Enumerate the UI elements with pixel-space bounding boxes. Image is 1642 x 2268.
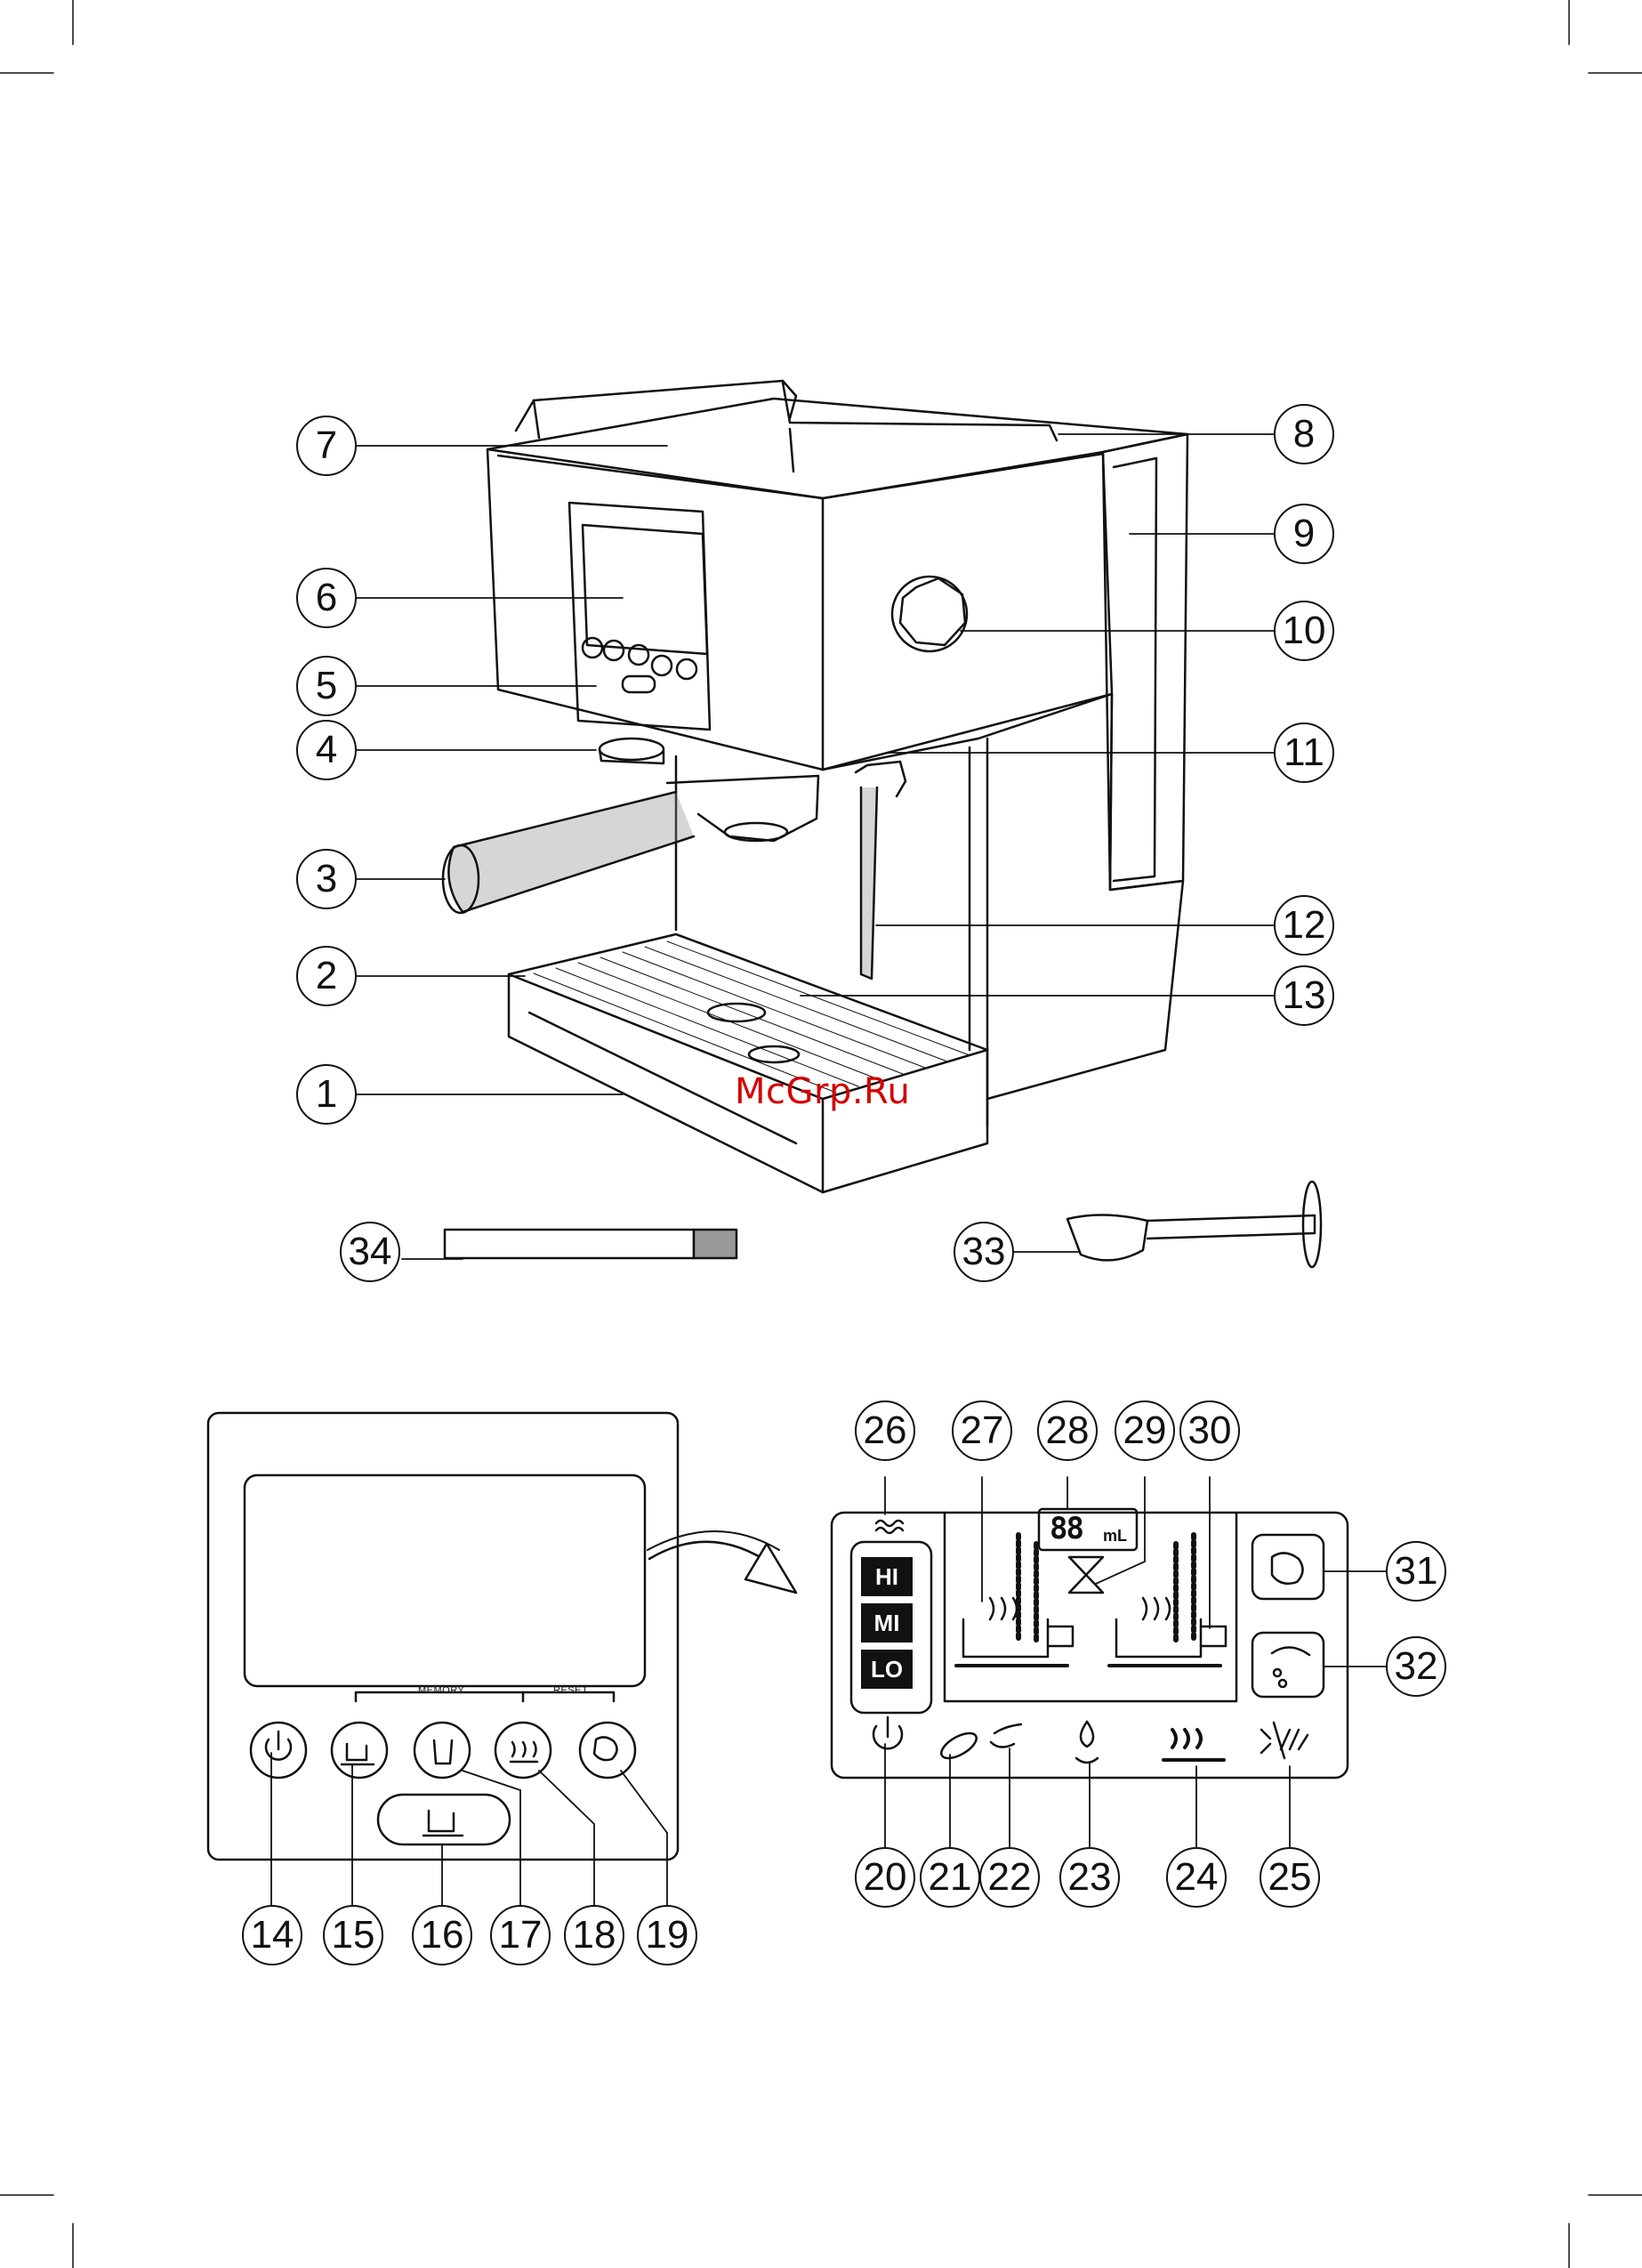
callout-30: 30 — [1179, 1400, 1240, 1461]
callout-22: 22 — [979, 1847, 1040, 1908]
portafilter-handle — [448, 792, 694, 912]
callout-31: 31 — [1386, 1541, 1446, 1602]
callout-21: 21 — [920, 1847, 980, 1908]
lcd-detail — [832, 1509, 1348, 1778]
callout-26: 26 — [855, 1400, 915, 1461]
button-temperature — [495, 1723, 551, 1778]
callout-27: 27 — [952, 1400, 1012, 1461]
callout-15: 15 — [323, 1905, 383, 1965]
callout-6: 6 — [296, 568, 357, 628]
callout-32: 32 — [1386, 1636, 1446, 1697]
callout-20: 20 — [855, 1847, 915, 1908]
steam-wand — [861, 787, 877, 979]
watermark-text: McGrp.Ru — [735, 1071, 910, 1112]
button-water-volume — [415, 1723, 470, 1778]
callout-11: 11 — [1274, 722, 1334, 783]
callout-34: 34 — [340, 1222, 400, 1282]
memory-label: MEMORY — [418, 1685, 464, 1696]
measuring-scoop — [1067, 1215, 1147, 1260]
lcd-steam-icon-frame — [1252, 1535, 1324, 1599]
button-double-cup — [378, 1795, 510, 1844]
callout-24: 24 — [1166, 1847, 1227, 1908]
callout-33: 33 — [954, 1222, 1014, 1282]
hourglass-icon — [1069, 1557, 1103, 1593]
button-steam — [580, 1723, 635, 1778]
control-panel-closeup — [208, 1413, 678, 1860]
callout-5: 5 — [296, 656, 357, 716]
lcd-level-hi: HI — [861, 1557, 913, 1596]
callout-13: 13 — [1274, 965, 1334, 1026]
panel-leader-lines — [271, 1753, 667, 1909]
lcd-water-drop-icon — [1081, 1722, 1093, 1747]
lcd-level-mi: MI — [861, 1603, 913, 1642]
callout-3: 3 — [296, 849, 357, 909]
arrow-head — [745, 1544, 796, 1593]
lcd-pod-icon — [938, 1728, 980, 1763]
panel-outline — [208, 1413, 678, 1860]
lcd-heating-icon — [1172, 1730, 1201, 1747]
steam-knob — [892, 577, 967, 651]
body-front — [487, 449, 823, 770]
callout-10: 10 — [1274, 601, 1334, 661]
callout-16: 16 — [412, 1905, 472, 1965]
callout-19: 19 — [637, 1905, 697, 1965]
callout-18: 18 — [564, 1905, 624, 1965]
callout-4: 4 — [296, 720, 357, 780]
group-head — [600, 739, 664, 760]
espresso-machine — [443, 381, 1321, 1267]
cup-right — [1116, 1619, 1201, 1657]
reset-label: RESET — [553, 1685, 588, 1696]
lcd-scoop-icon — [991, 1724, 1021, 1747]
callout-7: 7 — [296, 416, 357, 476]
top-handle — [516, 381, 796, 431]
lcd-descale-icon-frame — [1252, 1633, 1324, 1697]
button-single-cup — [332, 1723, 387, 1778]
callout-9: 9 — [1274, 504, 1334, 564]
callout-25: 25 — [1260, 1847, 1320, 1908]
callout-17: 17 — [490, 1905, 551, 1965]
control-panel-frame — [569, 503, 710, 730]
callout-14: 14 — [242, 1905, 302, 1965]
lcd-volume-digits: 88 — [1050, 1511, 1083, 1546]
callout-8: 8 — [1274, 404, 1334, 464]
top-lid — [487, 399, 1187, 498]
callout-1: 1 — [296, 1064, 357, 1125]
lcd-cleaning-icon — [1261, 1723, 1308, 1758]
callout-29: 29 — [1115, 1400, 1175, 1461]
callout-23: 23 — [1059, 1847, 1120, 1908]
display-window — [583, 525, 707, 654]
water-tank — [1103, 434, 1187, 890]
callout-2: 2 — [296, 946, 357, 1006]
lcd-volume-unit: mL — [1103, 1527, 1127, 1546]
callout-12: 12 — [1274, 895, 1334, 956]
panel-display — [245, 1475, 645, 1686]
callout-28: 28 — [1037, 1400, 1098, 1461]
lcd-level-lo: LO — [861, 1650, 913, 1689]
tamper-stick — [445, 1230, 694, 1258]
